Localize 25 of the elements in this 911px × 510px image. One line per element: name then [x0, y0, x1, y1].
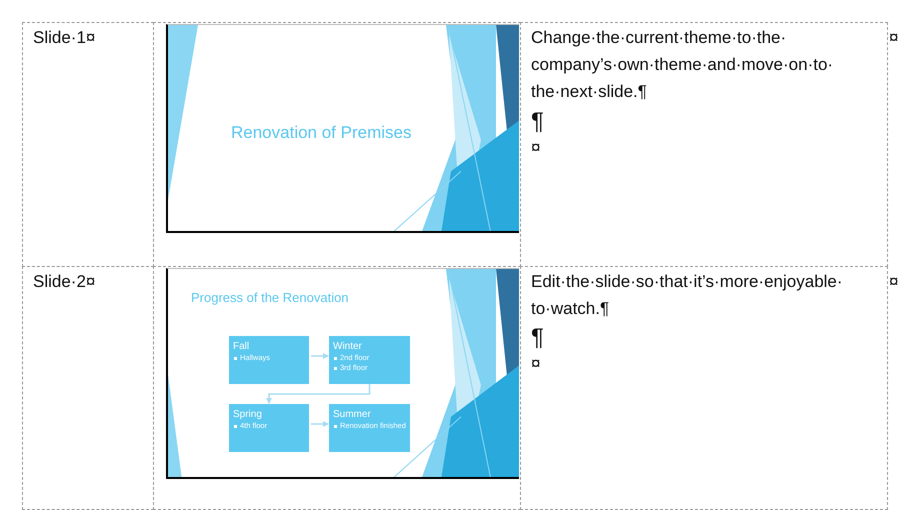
cell-text: Slide·1¤ — [33, 27, 96, 49]
arrow — [311, 353, 329, 359]
process-box — [229, 404, 309, 452]
cell-text: Slide·2¤ — [33, 271, 96, 293]
box-heading: Winter — [333, 340, 362, 353]
cell-end-mark: ¤ — [531, 353, 540, 375]
paragraph-mark: ¶ — [531, 324, 544, 351]
arrow — [311, 421, 329, 427]
process-box — [329, 404, 410, 452]
slide-title: Progress of the Renovation — [191, 290, 349, 305]
paragraph-mark: ¶ — [531, 108, 544, 135]
process-box — [329, 336, 410, 384]
box-heading: Summer — [333, 408, 371, 421]
slide-title: Renovation of Premises — [231, 123, 412, 143]
box-heading: Fall — [233, 340, 250, 353]
instruction-text: Change·the·current·theme·to·the·company’s·own·theme·and·move·on·to·the·next·slide.¶ — [531, 27, 834, 103]
cell-end-mark: ¤ — [531, 137, 540, 159]
row-end-mark: ¤ — [889, 27, 898, 49]
slide-thumbnail — [166, 24, 519, 233]
row-end-mark: ¤ — [889, 271, 898, 293]
slide-thumbnail — [166, 268, 519, 479]
box-heading: Spring — [233, 408, 262, 421]
arrow — [266, 384, 370, 404]
instruction-text: Edit·the·slide·so·that·it’s·more·enjoyable·to·watch.¶ — [531, 271, 844, 320]
process-box — [229, 336, 309, 384]
